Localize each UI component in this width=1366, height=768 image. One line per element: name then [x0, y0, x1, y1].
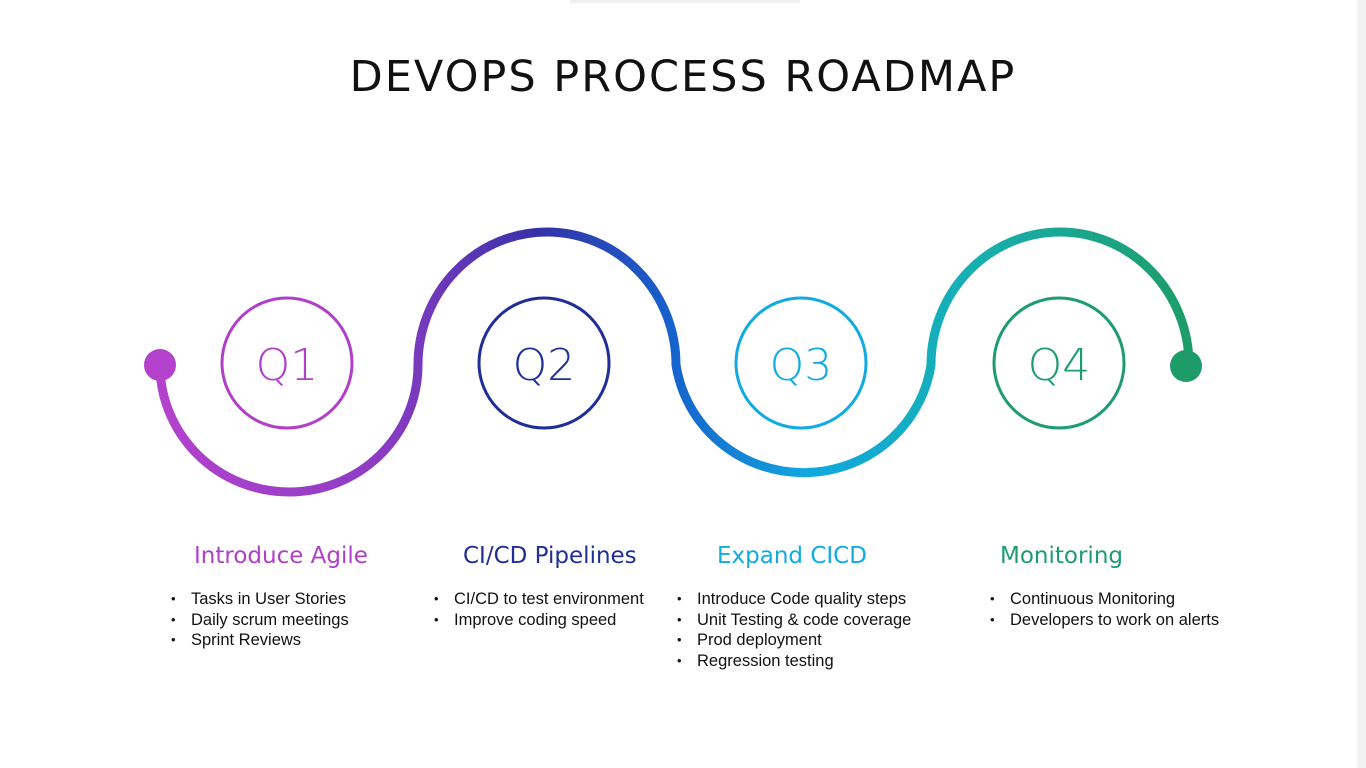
q2-label: Q2 [513, 340, 576, 391]
q4-circle [992, 296, 1126, 430]
quarter-q3: Q3 [734, 296, 868, 430]
phase-title-monitoring: Monitoring [1000, 543, 1123, 569]
list-item: Daily scrum meetings [171, 610, 349, 631]
list-item: Regression testing [677, 651, 911, 672]
phase-title-agile: Introduce Agile [194, 543, 368, 569]
quarter-q4: Q4 [992, 296, 1126, 430]
q3-circle [734, 296, 868, 430]
q4-label: Q4 [1028, 340, 1091, 391]
page-title: DEVOPS PROCESS ROADMAP [349, 52, 1017, 102]
list-item: Sprint Reviews [171, 630, 349, 651]
list-item: Continuous Monitoring [990, 589, 1219, 610]
q3-label: Q3 [770, 340, 833, 391]
phase-title-expand-cicd: Expand CICD [717, 543, 867, 569]
slide-edge [1357, 0, 1366, 768]
list-item: Developers to work on alerts [990, 610, 1219, 631]
quarter-q1: Q1 [220, 296, 354, 430]
phase-title-cicd-pipelines: CI/CD Pipelines [463, 543, 637, 569]
wave-end-dot [1170, 350, 1202, 382]
slide-top-bar [570, 0, 800, 3]
list-item: Introduce Code quality steps [677, 589, 911, 610]
phase-list-agile: Tasks in User Stories Daily scrum meetin… [171, 589, 349, 651]
list-item: Tasks in User Stories [171, 589, 349, 610]
q2-circle [477, 296, 611, 430]
q1-circle [220, 296, 354, 430]
phase-list-cicd-pipelines: CI/CD to test environment Improve coding… [434, 589, 644, 630]
quarter-q2: Q2 [477, 296, 611, 430]
list-item: Improve coding speed [434, 610, 644, 631]
phase-list-monitoring: Continuous Monitoring Developers to work… [990, 589, 1219, 630]
list-item: Prod deployment [677, 630, 911, 651]
q1-label: Q1 [256, 340, 319, 391]
list-item: CI/CD to test environment [434, 589, 644, 610]
wave-path [155, 227, 1194, 497]
phase-list-expand-cicd: Introduce Code quality steps Unit Testin… [677, 589, 911, 671]
wave-start-dot [144, 349, 176, 381]
list-item: Unit Testing & code coverage [677, 610, 911, 631]
